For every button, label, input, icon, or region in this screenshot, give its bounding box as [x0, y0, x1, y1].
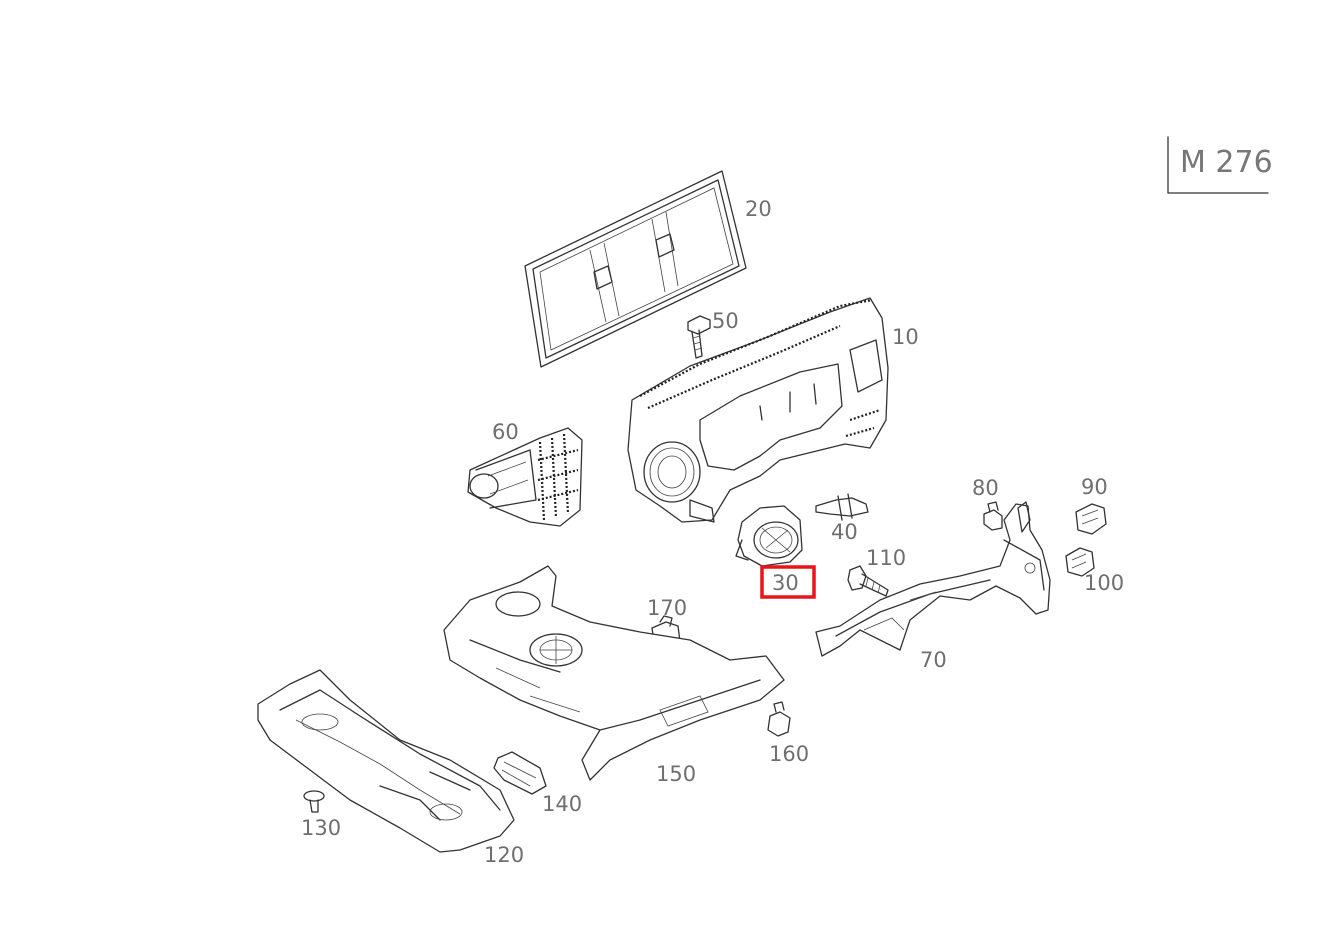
- label-170[interactable]: 170: [647, 596, 687, 620]
- label-60[interactable]: 60: [492, 420, 519, 444]
- part-20-air-filter-icon[interactable]: [524, 170, 747, 368]
- label-90[interactable]: 90: [1081, 475, 1108, 499]
- part-50-bolt-icon[interactable]: [687, 315, 711, 359]
- label-140[interactable]: 140: [542, 792, 582, 816]
- label-110[interactable]: 110: [866, 546, 906, 570]
- label-30[interactable]: 30: [772, 571, 799, 595]
- part-150-engine-cover-icon[interactable]: [443, 565, 785, 781]
- label-120[interactable]: 120: [484, 843, 524, 867]
- highlight-box: [760, 565, 816, 599]
- part-130-rivet-icon[interactable]: [303, 790, 325, 813]
- part-70-bracket-icon[interactable]: [815, 501, 1051, 657]
- part-110-bolt-icon[interactable]: [847, 565, 889, 597]
- label-20[interactable]: 20: [745, 197, 772, 221]
- label-80[interactable]: 80: [972, 476, 999, 500]
- label-130[interactable]: 130: [301, 816, 341, 840]
- label-70[interactable]: 70: [920, 648, 947, 672]
- label-50[interactable]: 50: [712, 309, 739, 333]
- part-120-lower-cover-icon[interactable]: [257, 669, 515, 853]
- part-80-clip-icon[interactable]: [983, 501, 1003, 531]
- part-140-grommet-icon[interactable]: [493, 751, 547, 795]
- label-160[interactable]: 160: [769, 742, 809, 766]
- part-60-air-duct-icon[interactable]: [467, 427, 583, 527]
- part-labels: 10 20 30 40 50 60 70 80 90 100 110 120 1…: [301, 197, 1124, 867]
- part-90-mount-icon[interactable]: [1075, 503, 1107, 535]
- label-100[interactable]: 100: [1084, 571, 1124, 595]
- label-40[interactable]: 40: [831, 520, 858, 544]
- label-10[interactable]: 10: [892, 325, 919, 349]
- part-160-clip-icon[interactable]: [767, 701, 791, 737]
- part-100-mount-icon[interactable]: [1065, 547, 1095, 577]
- part-40-clip-icon[interactable]: [815, 493, 869, 521]
- part-10-intake-housing-icon[interactable]: [627, 297, 889, 523]
- part-30-connector-icon[interactable]: [735, 505, 803, 567]
- label-150[interactable]: 150: [656, 762, 696, 786]
- engine-code-frame: M 276: [1167, 136, 1273, 194]
- engine-code: M 276: [1180, 145, 1273, 180]
